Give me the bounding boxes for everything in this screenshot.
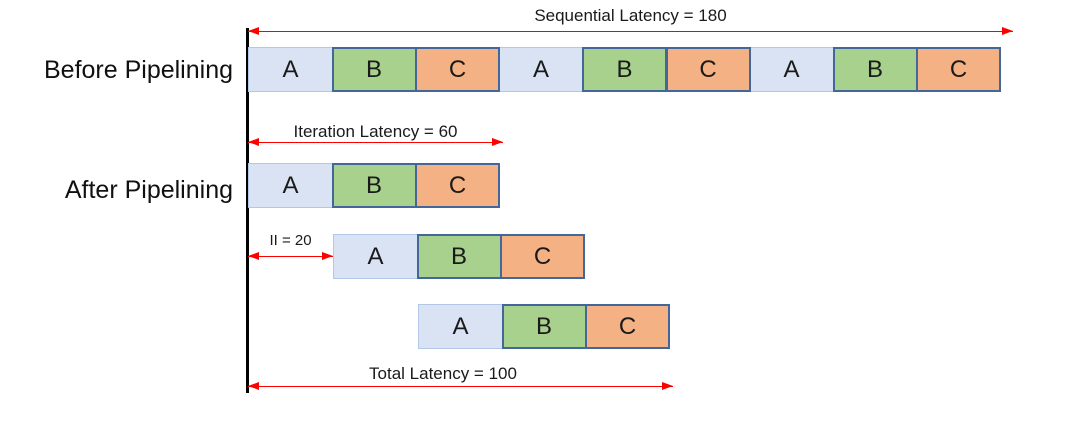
timeline-start-line [246, 28, 249, 393]
stage-block-b: B [582, 47, 667, 92]
stage-block-c: C [916, 47, 1001, 92]
stage-block-a: A [248, 47, 333, 92]
before-pipelining-label: Before Pipelining [43, 56, 233, 84]
stage-block-b: B [331, 47, 417, 92]
stage-block-c: C [665, 47, 751, 92]
stage-block-a: A [749, 47, 834, 92]
total-latency-arrow [248, 381, 673, 390]
stage-block-a: A [333, 234, 418, 279]
stage-block-b: B [331, 163, 417, 208]
sequential-latency-arrow [248, 26, 1013, 35]
iteration-latency-label: Iteration Latency = 60 [293, 122, 458, 141]
stage-block-c: C [415, 163, 500, 208]
initiation-interval-label: II = 20 [269, 232, 312, 249]
stage-block-b: B [832, 47, 918, 92]
stage-block-b: B [416, 234, 502, 279]
stage-block-c: C [585, 304, 670, 349]
iteration-latency-arrow [248, 137, 503, 146]
stage-block-a: A [418, 304, 503, 349]
stage-block-a: A [498, 47, 584, 92]
after-pipelining-label: After Pipelining [64, 176, 233, 204]
stage-block-c: C [415, 47, 500, 92]
sequential-latency-label: Sequential Latency = 180 [534, 6, 727, 25]
stage-block-c: C [500, 234, 585, 279]
total-latency-label: Total Latency = 100 [369, 364, 517, 383]
stage-block-b: B [501, 304, 587, 349]
initiation-interval-arrow [248, 251, 333, 260]
stage-block-a: A [248, 163, 333, 208]
